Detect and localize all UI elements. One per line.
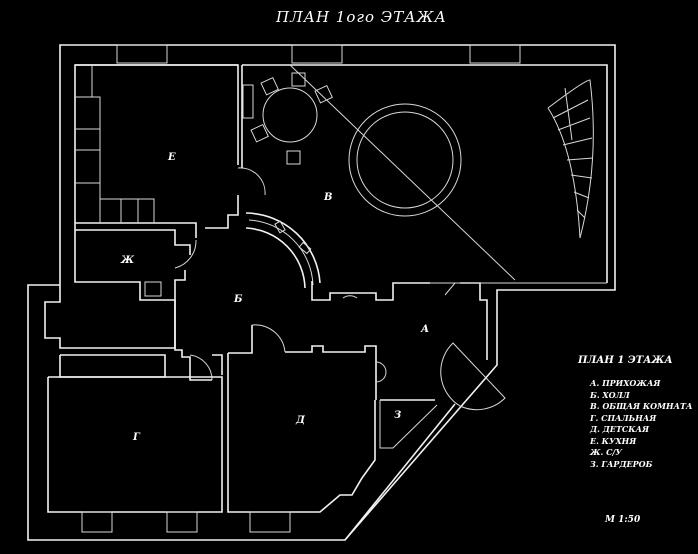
legend-item: Б. ХОЛЛ (590, 389, 630, 400)
curved-wall (245, 212, 321, 284)
living-wall (242, 64, 608, 283)
chair (286, 150, 301, 165)
bathroom-wall (74, 230, 186, 301)
cabinet (242, 84, 254, 119)
window (116, 44, 168, 64)
legend-title: ПЛАН 1 ЭТАЖА (578, 355, 673, 366)
legend-item: Г. СПАЛЬНАЯ (590, 412, 657, 423)
chair (260, 76, 279, 96)
living-wall (311, 281, 430, 301)
legend-item: А. ПРИХОЖАЯ (590, 378, 661, 388)
door-arc (251, 324, 286, 353)
kitchen-wall (75, 64, 239, 165)
legend-item: Е. КУХНЯ (590, 435, 637, 446)
window (81, 511, 113, 533)
door-arc (237, 167, 266, 196)
living-wall (460, 282, 488, 360)
living-diagonal (289, 64, 516, 281)
chair (291, 72, 306, 87)
round-podium (348, 103, 462, 217)
legend-item: Д. ДЕТСКАЯ (590, 424, 650, 434)
room-label-g: Г (132, 432, 141, 443)
spiral-stair (547, 79, 594, 239)
legend-item: Ж. С/У (590, 447, 622, 457)
bedroom-wall (47, 376, 223, 513)
kitchen-wall (75, 222, 197, 238)
room-label-e: Е (167, 152, 176, 163)
bathroom-wall (75, 229, 191, 255)
bedroom-wall (59, 354, 166, 378)
window (249, 511, 291, 533)
curved-wall (248, 219, 314, 286)
entrance-door (440, 342, 506, 411)
hall-wall (174, 300, 212, 381)
legend-item: В. ОБЩАЯ КОМНАТА (590, 401, 693, 411)
nursery-wall (227, 353, 376, 513)
room-label-zh: Ж (120, 255, 135, 266)
outer-wall (27, 44, 616, 541)
room-label-z: З (394, 410, 401, 421)
round-podium-inner (356, 111, 454, 209)
drawing-title: ПЛАН 1ого ЭТАЖА (276, 8, 447, 26)
legend: ПЛАН 1 ЭТАЖА А. ПРИХОЖАЯ Б. ХОЛЛ В. ОБЩА… (570, 355, 692, 470)
window (166, 511, 198, 533)
nursery-wall (285, 345, 377, 400)
window (469, 44, 521, 64)
door-arc (342, 295, 358, 299)
nursery-wall (228, 325, 253, 354)
wardrobe-wall (379, 400, 438, 449)
kitchen-counter (91, 65, 101, 223)
room-label-a: А (420, 324, 429, 335)
outer-wall-inner (74, 64, 238, 230)
dining-table (262, 87, 318, 143)
legend-item: З. ГАРДЕРОБ (590, 458, 653, 469)
window (291, 44, 343, 64)
kitchen-wall (205, 195, 239, 229)
scale-label: М 1:50 (605, 515, 641, 525)
room-label-b: Б (233, 294, 243, 305)
room-label-d: Д (295, 415, 306, 426)
door-arc (174, 239, 197, 269)
chair (250, 123, 269, 143)
curved-wall (245, 227, 306, 289)
chair (314, 84, 333, 104)
room-label-v: В (323, 192, 332, 203)
hall-wall (212, 354, 223, 375)
